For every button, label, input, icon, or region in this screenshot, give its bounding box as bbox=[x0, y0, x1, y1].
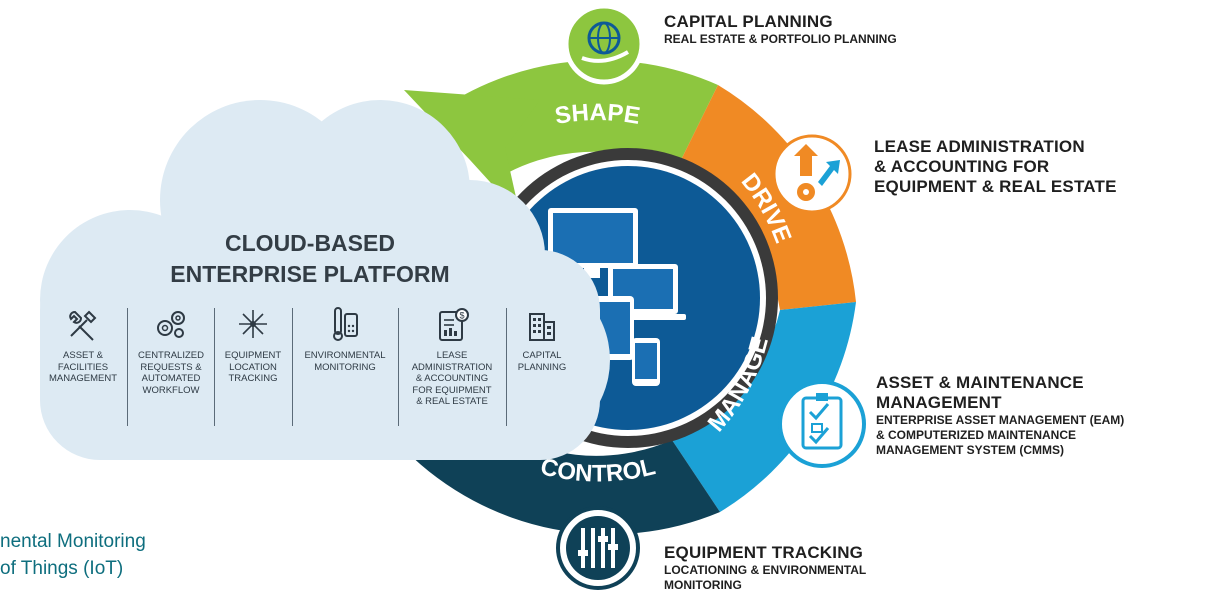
feature-divider bbox=[506, 308, 507, 426]
feature-divider bbox=[398, 308, 399, 426]
segment-manage bbox=[672, 302, 856, 512]
gears-arrows-icon bbox=[772, 134, 852, 214]
caption-lease-administration: LEASE ADMINISTRATION & ACCOUNTING FOR EQ… bbox=[874, 137, 1117, 197]
asset-line1: ASSET & MAINTENANCE bbox=[876, 373, 1084, 392]
asset-sub3: MANAGEMENT SYSTEM (CMMS) bbox=[876, 443, 1064, 457]
svg-text:SHAPE: SHAPE bbox=[553, 99, 642, 130]
caption-asset-maintenance: ASSET & MAINTENANCE MANAGEMENT ENTERPRIS… bbox=[876, 373, 1124, 458]
svg-text:$: $ bbox=[459, 311, 464, 321]
checklist-icon bbox=[778, 380, 866, 468]
asset-sub2: & COMPUTERIZED MAINTENANCE bbox=[876, 428, 1076, 442]
gears-icon bbox=[157, 311, 185, 338]
caption-capital-planning: CAPITAL PLANNING REAL ESTATE & PORTFOLIO… bbox=[664, 12, 897, 47]
cloud-title-line1: CLOUD-BASED bbox=[225, 230, 395, 256]
capital-subtitle: REAL ESTATE & PORTFOLIO PLANNING bbox=[664, 32, 897, 46]
lease-line1: LEASE ADMINISTRATION bbox=[874, 137, 1085, 156]
segment-drive bbox=[676, 85, 856, 310]
buildings-icon bbox=[529, 313, 555, 341]
lease-line3: EQUIPMENT & REAL ESTATE bbox=[874, 177, 1117, 196]
left-note: nental Monitoring of Things (IoT) bbox=[0, 528, 146, 582]
feature-divider bbox=[127, 308, 128, 426]
segment-label-shape: SHAPE bbox=[553, 99, 642, 130]
cloud-title: CLOUD-BASED ENTERPRISE PLATFORM bbox=[120, 228, 500, 290]
capital-title: CAPITAL PLANNING bbox=[664, 12, 833, 31]
asset-line2: MANAGEMENT bbox=[876, 393, 1002, 412]
thermostat-icon bbox=[333, 307, 358, 341]
cloud-title-line2: ENTERPRISE PLATFORM bbox=[170, 261, 450, 287]
feature-divider bbox=[292, 308, 293, 426]
cloud-shape bbox=[40, 100, 610, 460]
network-node-icon bbox=[239, 310, 267, 338]
feature-divider bbox=[214, 308, 215, 426]
equipment-title: EQUIPMENT TRACKING bbox=[664, 543, 864, 562]
left-note-line2: of Things (IoT) bbox=[0, 558, 124, 579]
globe-hand-icon bbox=[563, 3, 645, 85]
left-note-line1: nental Monitoring bbox=[0, 531, 146, 552]
equipment-sub1: LOCATIONING & ENVIRONMENTAL bbox=[664, 563, 867, 577]
wrench-screwdriver-icon bbox=[69, 310, 97, 341]
equipment-sub2: MONITORING bbox=[664, 578, 742, 592]
sliders-icon bbox=[556, 506, 640, 590]
lease-line2: & ACCOUNTING FOR bbox=[874, 157, 1050, 176]
ledger-dollar-icon: $ bbox=[439, 308, 469, 341]
asset-sub1: ENTERPRISE ASSET MANAGEMENT (EAM) bbox=[876, 413, 1125, 427]
caption-equipment-tracking: EQUIPMENT TRACKING LOCATIONING & ENVIRON… bbox=[664, 543, 866, 593]
